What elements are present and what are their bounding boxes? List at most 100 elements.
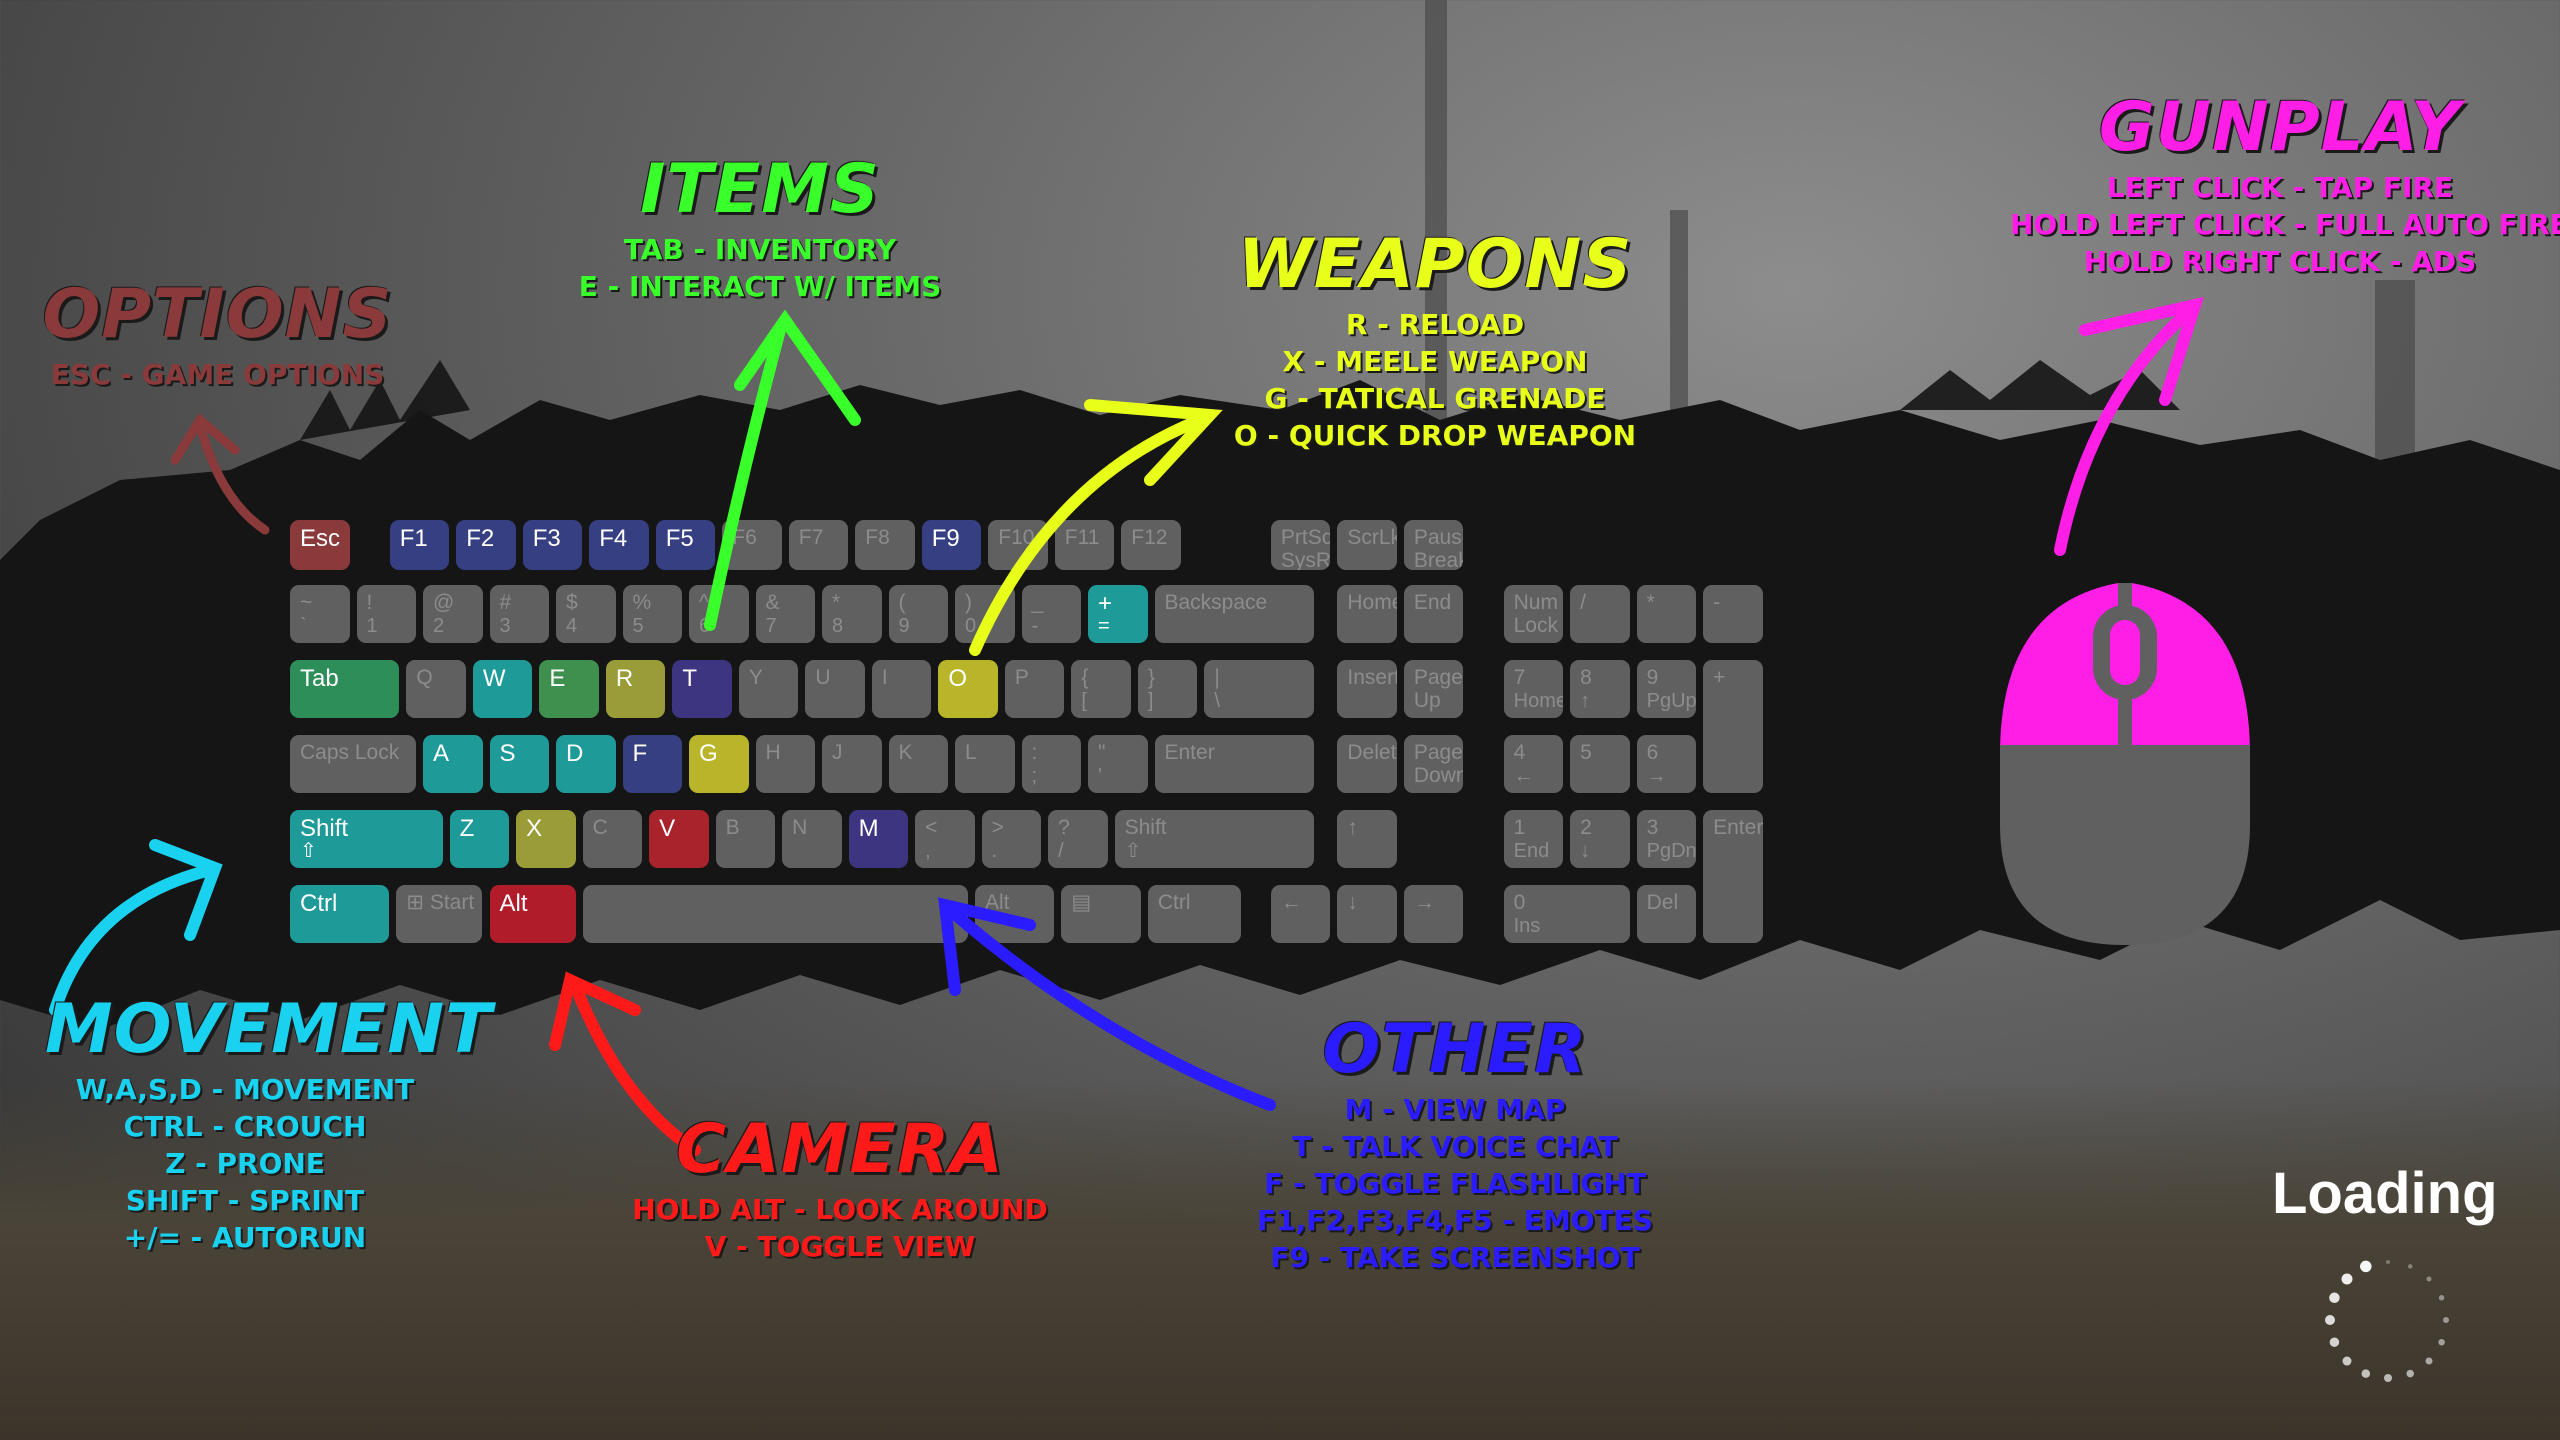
key-sublabel: ← (1513, 765, 1534, 787)
key: F8 (855, 520, 915, 570)
key-label: Enter (1164, 741, 1215, 764)
key-label: N (792, 816, 808, 839)
spinner-dot (2443, 1317, 2449, 1323)
key: 5 (1570, 735, 1630, 793)
key-label: 6 (1646, 741, 1659, 764)
key-label: & (765, 591, 780, 614)
key: D (556, 735, 616, 793)
key-sublabel: ⇧ (300, 840, 317, 862)
key: "' (1088, 735, 1148, 793)
key: ScrLk (1337, 520, 1397, 570)
other-line: M - VIEW MAP (1344, 1093, 1566, 1126)
key-label: B (725, 816, 740, 839)
key-label: Delete (1347, 741, 1397, 764)
key: Enter (1154, 735, 1314, 793)
movement-section: MOVEMENT W,A,S,D - MOVEMENT CTRL - CROUC… (45, 990, 492, 1258)
items-arrow (704, 309, 861, 631)
items-section: ITEMS TAB - INVENTORY E - INTERACT W/ IT… (545, 150, 975, 307)
key-sublabel: 5 (632, 615, 644, 637)
key-label: ~ (300, 591, 313, 614)
other-title: OTHER (1322, 1010, 1588, 1089)
weapons-line: G - TATICAL GRENADE (1264, 382, 1606, 415)
key: #3 (489, 585, 549, 643)
key-label: < (925, 816, 938, 839)
other-section: OTHER M - VIEW MAP T - TALK VOICE CHAT F… (1240, 1010, 1670, 1278)
key-sublabel: = (1098, 615, 1110, 637)
key-label: $ (566, 591, 578, 614)
spinner-dot (2341, 1273, 2353, 1285)
gunplay-section: GUNPLAY LEFT CLICK - TAP FIRE HOLD LEFT … (2010, 88, 2560, 282)
key: V (649, 810, 709, 868)
key-sublabel: 4 (566, 615, 578, 637)
key: F1 (389, 520, 450, 570)
key: *8 (822, 585, 882, 643)
key-label: - (1713, 591, 1721, 614)
key-label: U (815, 666, 831, 689)
key: Home (1337, 585, 1397, 643)
key-label: ScrLk (1347, 526, 1397, 549)
key: F2 (456, 520, 516, 570)
loading-spinner-icon (2325, 1260, 2449, 1382)
key-label: Shift (300, 815, 349, 842)
key-label: + (1713, 666, 1726, 689)
key: :; (1021, 735, 1081, 793)
key-sublabel: 9 (898, 615, 910, 637)
key-label: → (1413, 891, 1435, 914)
key-sublabel: ' (1098, 765, 1102, 787)
key-label: Esc (300, 525, 341, 552)
key: → (1403, 885, 1464, 943)
key-sublabel: 2 (433, 615, 445, 637)
weapons-line: O - QUICK DROP WEAPON (1233, 419, 1637, 452)
camera-arrow (549, 971, 701, 1156)
key: Q (406, 660, 466, 718)
key-label: ⊞ Start (406, 891, 475, 914)
key-label: J (832, 741, 843, 764)
key: F4 (589, 520, 649, 570)
key-label: V (659, 815, 676, 842)
key-label: F (632, 740, 648, 767)
key-label: O (948, 665, 968, 692)
key-label: F4 (599, 525, 628, 552)
camera-title: CAMERA (676, 1110, 1004, 1189)
key: ⊞ Start (396, 885, 483, 943)
key: ▤ (1061, 885, 1141, 943)
key-label: 2 (1580, 816, 1592, 839)
key-label: Y (748, 666, 763, 689)
key: Num Lock (1503, 585, 1564, 643)
key-label: A (433, 740, 450, 767)
key: Shift⇧ (290, 810, 443, 868)
key-label: { (1081, 666, 1089, 689)
spinner-dot (2329, 1337, 2340, 1347)
key: F7 (788, 520, 849, 570)
key-label: : (1031, 741, 1038, 764)
key: F3 (522, 520, 583, 570)
other-line: F1,F2,F3,F4,F5 - EMOTES (1257, 1204, 1653, 1237)
key-label: ▤ (1071, 891, 1092, 914)
key-sublabel: ] (1147, 690, 1154, 712)
key: 4← (1503, 735, 1564, 793)
key: X (516, 810, 576, 868)
key: Alt (489, 885, 576, 943)
key: }] (1137, 660, 1198, 718)
key-label: Insert (1347, 666, 1397, 689)
key: ?/ (1048, 810, 1108, 868)
key: Alt (974, 885, 1055, 943)
key: - (1703, 585, 1763, 643)
key: Pause Break (1403, 520, 1464, 570)
key-sublabel: ` (300, 615, 307, 637)
background-pole (1425, 0, 1447, 470)
key: Caps Lock (290, 735, 416, 793)
key-label: Ctrl (300, 890, 338, 917)
key: Delete (1337, 735, 1397, 793)
key-label: P (1014, 666, 1029, 689)
key-label: * (1646, 591, 1655, 614)
key: 8↑ (1570, 660, 1630, 718)
key: Tab (290, 660, 400, 718)
key-sublabel: ⇧ (1124, 840, 1142, 862)
key: A (423, 735, 483, 793)
key: |\ (1204, 660, 1314, 718)
key-label: K (898, 741, 913, 764)
key-label: Page Up (1413, 666, 1463, 713)
